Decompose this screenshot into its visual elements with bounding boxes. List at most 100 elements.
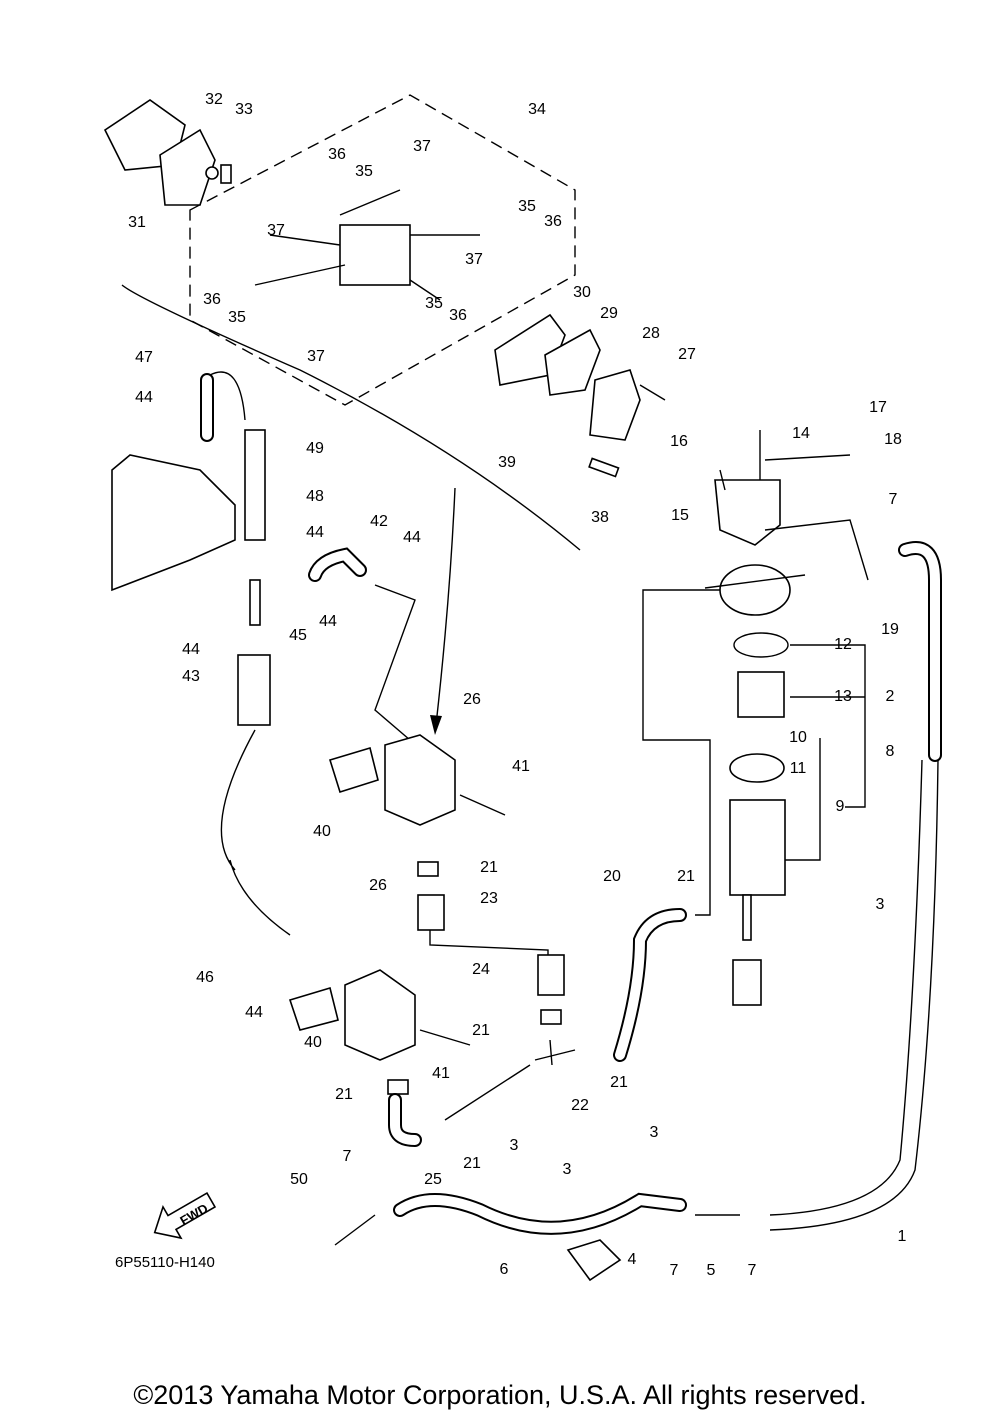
bolt-41-upper: [459, 794, 506, 816]
callout: 50: [290, 1171, 308, 1188]
pump-body-kit: [339, 224, 411, 286]
callout: 35: [518, 198, 536, 215]
direction-arrow: [435, 487, 456, 726]
callout: 36: [449, 307, 467, 324]
callout: 33: [235, 101, 253, 118]
kit-outline: [189, 94, 576, 406]
callout: 22: [571, 1097, 589, 1114]
oring-12: [733, 632, 789, 658]
callout: 44: [135, 389, 153, 406]
callout: 35: [228, 309, 246, 326]
callout: 13: [834, 688, 852, 705]
callout: 43: [182, 668, 200, 685]
callout: 2: [886, 688, 895, 705]
callout: 1: [898, 1228, 907, 1245]
wire-47: [209, 371, 246, 421]
holder-6: [566, 1239, 622, 1282]
part-32: [205, 166, 219, 180]
callout: 3: [876, 896, 885, 913]
callout: 37: [267, 222, 285, 239]
hose-tee: [444, 1064, 531, 1121]
callout: 38: [591, 509, 609, 526]
callout: 28: [642, 325, 660, 342]
bracket-15: [714, 479, 781, 546]
sensor-wire: [742, 894, 752, 941]
callout: 16: [670, 433, 688, 450]
callout: 32: [205, 91, 223, 108]
callout: 39: [498, 454, 516, 471]
callout: 21: [677, 868, 695, 885]
elbow-25-inner: [390, 1095, 420, 1145]
clip-21-c: [387, 1079, 409, 1095]
callout: 5: [707, 1262, 716, 1279]
hose-23: [417, 894, 445, 931]
fwd-arrow: FWD: [153, 1191, 217, 1240]
leader-bracket: [719, 430, 869, 581]
callout: 40: [313, 823, 331, 840]
callout: 25: [424, 1171, 442, 1188]
callout: 3: [563, 1161, 572, 1178]
fuel-pump-lower: [344, 969, 416, 1061]
callout: 41: [512, 758, 530, 775]
hose-20-inner: [615, 910, 685, 1060]
diaphragm-29: [544, 328, 601, 396]
hose-2-inner: [900, 543, 940, 760]
cup-9: [729, 799, 786, 896]
callout: 3: [510, 1137, 519, 1154]
callout: 40: [304, 1034, 322, 1051]
hose-1: [769, 759, 923, 1216]
callout: 11: [790, 760, 807, 777]
callout: 21: [463, 1155, 481, 1172]
callouts: 32 33 34 31 36 37 35 35 36 37 37 36 35 3…: [128, 91, 906, 1279]
callout: 7: [670, 1262, 679, 1279]
callout: 30: [573, 284, 591, 301]
hose-46: [220, 729, 291, 936]
callout: 35: [425, 295, 443, 312]
callout: 26: [369, 877, 387, 894]
arrow-head: [430, 715, 442, 735]
callout: 18: [884, 431, 902, 448]
callout: 45: [289, 627, 307, 644]
callout: 9: [836, 798, 845, 815]
callout: 29: [600, 305, 618, 322]
callout: 19: [881, 621, 899, 638]
filter-head-pipe: [704, 574, 806, 589]
callout: 21: [472, 1022, 490, 1039]
clip-21-a: [417, 861, 439, 877]
joint-45: [249, 579, 261, 626]
callout: 6: [500, 1261, 509, 1278]
callout: 44: [182, 641, 200, 658]
callout: 48: [306, 488, 324, 505]
callout: 7: [748, 1262, 757, 1279]
callout: 23: [480, 890, 498, 907]
callout: 37: [307, 348, 325, 365]
callout: 8: [886, 743, 895, 760]
part-code: 6P55110-H140: [115, 1254, 215, 1271]
callout: 10: [789, 729, 807, 746]
bolt-41-lower: [419, 1029, 471, 1046]
hose-43: [237, 654, 271, 726]
float-11: [729, 753, 785, 783]
callout: 21: [335, 1086, 353, 1103]
callout: 15: [671, 507, 689, 524]
callout: 20: [603, 868, 621, 885]
filter-head: [719, 564, 791, 616]
callout: 37: [413, 138, 431, 155]
copyright-notice: ©2013 Yamaha Motor Corporation, U.S.A. A…: [133, 1380, 867, 1410]
cover-28: [589, 369, 641, 441]
hose-4-inner: [395, 1194, 685, 1233]
callout: 37: [465, 251, 483, 268]
callout: 7: [343, 1148, 352, 1165]
hose-49: [244, 429, 266, 541]
callout: 36: [544, 213, 562, 230]
connector: [732, 959, 762, 1006]
callout: 35: [355, 163, 373, 180]
hose-24: [537, 954, 565, 996]
hose-1b: [769, 759, 939, 1231]
leader-20: [642, 589, 720, 916]
callout: 36: [328, 146, 346, 163]
callout: 44: [245, 1004, 263, 1021]
clip-21-b: [540, 1009, 562, 1025]
